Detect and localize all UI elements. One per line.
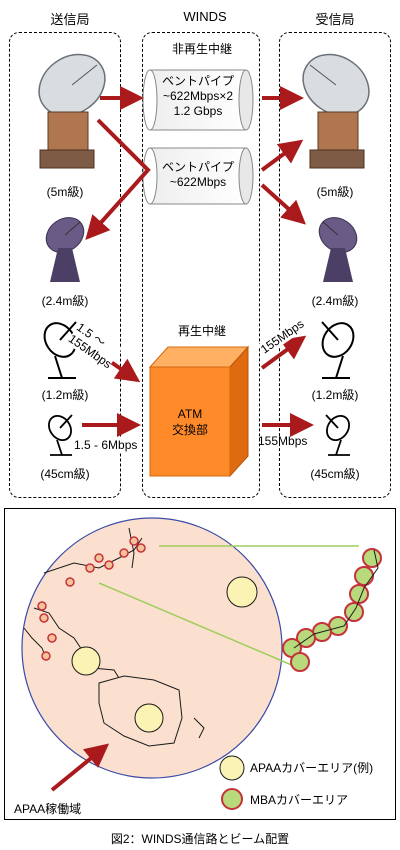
bent-pipe-2 (142, 147, 254, 205)
antenna-12m-tx-icon (43, 321, 77, 379)
zoom-line-bottom (98, 582, 295, 667)
winds-box (142, 32, 260, 498)
atm-line1: ATM (177, 407, 203, 421)
rx-station-box (279, 32, 391, 498)
bent-pipe-1-text: ベントパイプ ~622Mbps×2 1.2 Gbps (156, 74, 240, 119)
antenna-45cm-tx-icon (48, 414, 73, 456)
figure-caption: 図2：WINDS通信路とビーム配置 (110, 832, 290, 846)
nonregen-label: 非再生中継 (171, 42, 232, 56)
rate-tx-45cm: 1.5 - 6Mbps (74, 438, 138, 452)
bent-pipe-2-text: ベントパイプ ~622Mbps (156, 160, 240, 190)
rx-label-24m: (2.4m級) (311, 294, 359, 308)
antenna-24m-rx-icon (318, 217, 358, 282)
apaa-region-arrow (50, 743, 110, 792)
bent-pipe-2-line2: ~622Mbps (169, 175, 227, 189)
tx-label-45cm: (45cm級) (40, 467, 90, 481)
bent-pipe-1-line1: ベントパイプ (161, 74, 234, 88)
mba-beams-zoom (282, 548, 382, 672)
antenna-45cm-rx-icon (325, 414, 350, 456)
japan-coast (293, 549, 379, 649)
regen-label: 再生中継 (177, 324, 226, 338)
antenna-24m-tx-icon (45, 217, 85, 282)
rx-header: 受信局 (315, 12, 355, 27)
rx-label-5m: (5m級) (316, 185, 354, 199)
antenna-5m-tx-icon (38, 53, 106, 169)
bent-pipe-1-line3: 1.2 Gbps (173, 104, 223, 118)
rate-rx-45cm: 155Mbps (258, 434, 308, 448)
mba-beams-globe (37, 536, 146, 661)
apaa-circles-globe (71, 576, 258, 733)
beam-map (21, 517, 382, 810)
legend-mba-text: MBAカバーエリア (250, 793, 349, 807)
legend-mba-icon (221, 788, 243, 810)
winds-header: WINDS (183, 9, 227, 24)
tx-label-5m: (5m級) (46, 185, 84, 199)
legend-apaa-icon (219, 755, 245, 781)
bent-pipe-2-line1: ベントパイプ (161, 160, 234, 174)
atm-line2: 交換部 (171, 423, 208, 437)
antenna-5m-rx-icon (302, 53, 370, 169)
tx-label-24m: (2.4m級) (41, 294, 89, 308)
atm-text: ATM 交換部 (150, 406, 230, 438)
beam-map-frame (4, 508, 396, 820)
tx-label-12m: (1.2m級) (41, 388, 89, 402)
tx-header: 送信局 (50, 12, 90, 27)
antenna-12m-rx-icon (321, 321, 355, 379)
bent-pipe-1 (142, 69, 254, 131)
legend-apaa-text: APAAカバーエリア(例) (250, 761, 374, 775)
tx-station-box (9, 32, 121, 498)
rx-label-12m: (1.2m級) (311, 388, 359, 402)
relay-diagram (38, 53, 370, 478)
bent-pipe-1-line2: ~622Mbps×2 (162, 89, 234, 103)
apaa-region-label: APAA稼働域 (14, 802, 82, 816)
atm-switch-box (148, 345, 250, 478)
rx-label-45cm: (45cm級) (310, 467, 360, 481)
